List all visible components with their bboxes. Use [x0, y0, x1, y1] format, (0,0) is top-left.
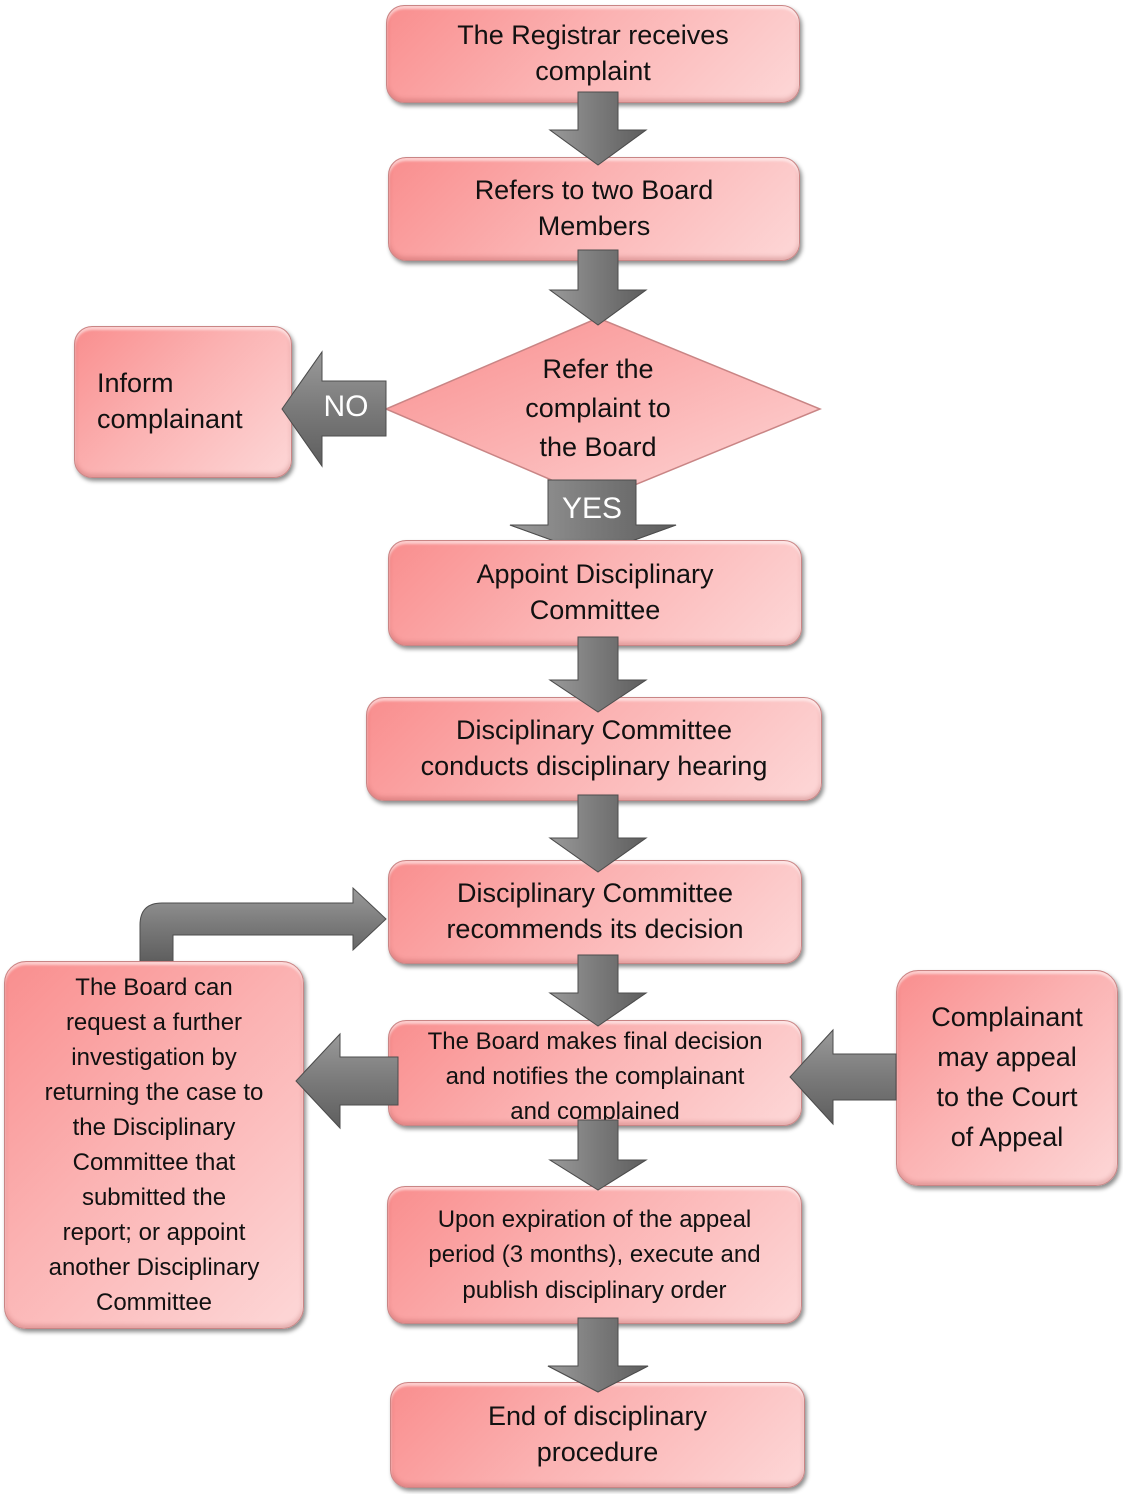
node-refer-board-members: Refers to two Board Members [388, 157, 800, 261]
node-receive-complaint: The Registrar receives complaint [386, 5, 800, 103]
node-text: Refers to two Board Members [474, 175, 714, 241]
node-text: The Board makes final decision and notif… [427, 1028, 763, 1125]
node-text: The Board can request a further investig… [44, 973, 264, 1317]
node-execute-order: Upon expiration of the appeal period (3 … [387, 1186, 802, 1324]
node-board-final-decision: The Board makes final decision and notif… [388, 1020, 802, 1126]
node-conduct-hearing: Disciplinary Committee conducts discipli… [366, 697, 822, 801]
node-text: The Registrar receives complaint [457, 20, 729, 86]
node-text: End of disciplinary procedure [487, 1401, 708, 1467]
node-appeal: Complainant may appeal to the Court of A… [896, 970, 1118, 1186]
arrow-down-6 [548, 1119, 648, 1191]
node-text: Complainant may appeal to the Court of A… [931, 1002, 1083, 1152]
edge-label-yes: YES [561, 492, 623, 525]
arrow-left-from-appeal [789, 1028, 897, 1126]
edge-label-no-front: NO [323, 390, 369, 423]
node-text: Disciplinary Committee conducts discipli… [420, 715, 768, 781]
node-text: Disciplinary Committee recommends its de… [446, 878, 744, 944]
decision-text: Refer the complaint to the Board [525, 354, 671, 463]
node-inform-complainant: Inform complainant [74, 326, 292, 478]
arrow-left-to-investigation [295, 1032, 399, 1130]
arrow-down-7 [547, 1317, 649, 1393]
node-text: Upon expiration of the appeal period (3 … [428, 1206, 761, 1304]
node-text: Inform complainant [97, 368, 243, 434]
node-text: Appoint Disciplinary Committee [476, 559, 714, 625]
node-recommend-decision: Disciplinary Committee recommends its de… [388, 860, 802, 964]
node-further-investigation: The Board can request a further investig… [4, 961, 304, 1329]
arrow-return-bent [139, 886, 387, 963]
node-end: End of disciplinary procedure [390, 1382, 805, 1488]
arrow-down-5 [548, 954, 648, 1027]
arrow-down-2 [548, 249, 648, 326]
node-appoint-committee: Appoint Disciplinary Committee [388, 540, 802, 646]
